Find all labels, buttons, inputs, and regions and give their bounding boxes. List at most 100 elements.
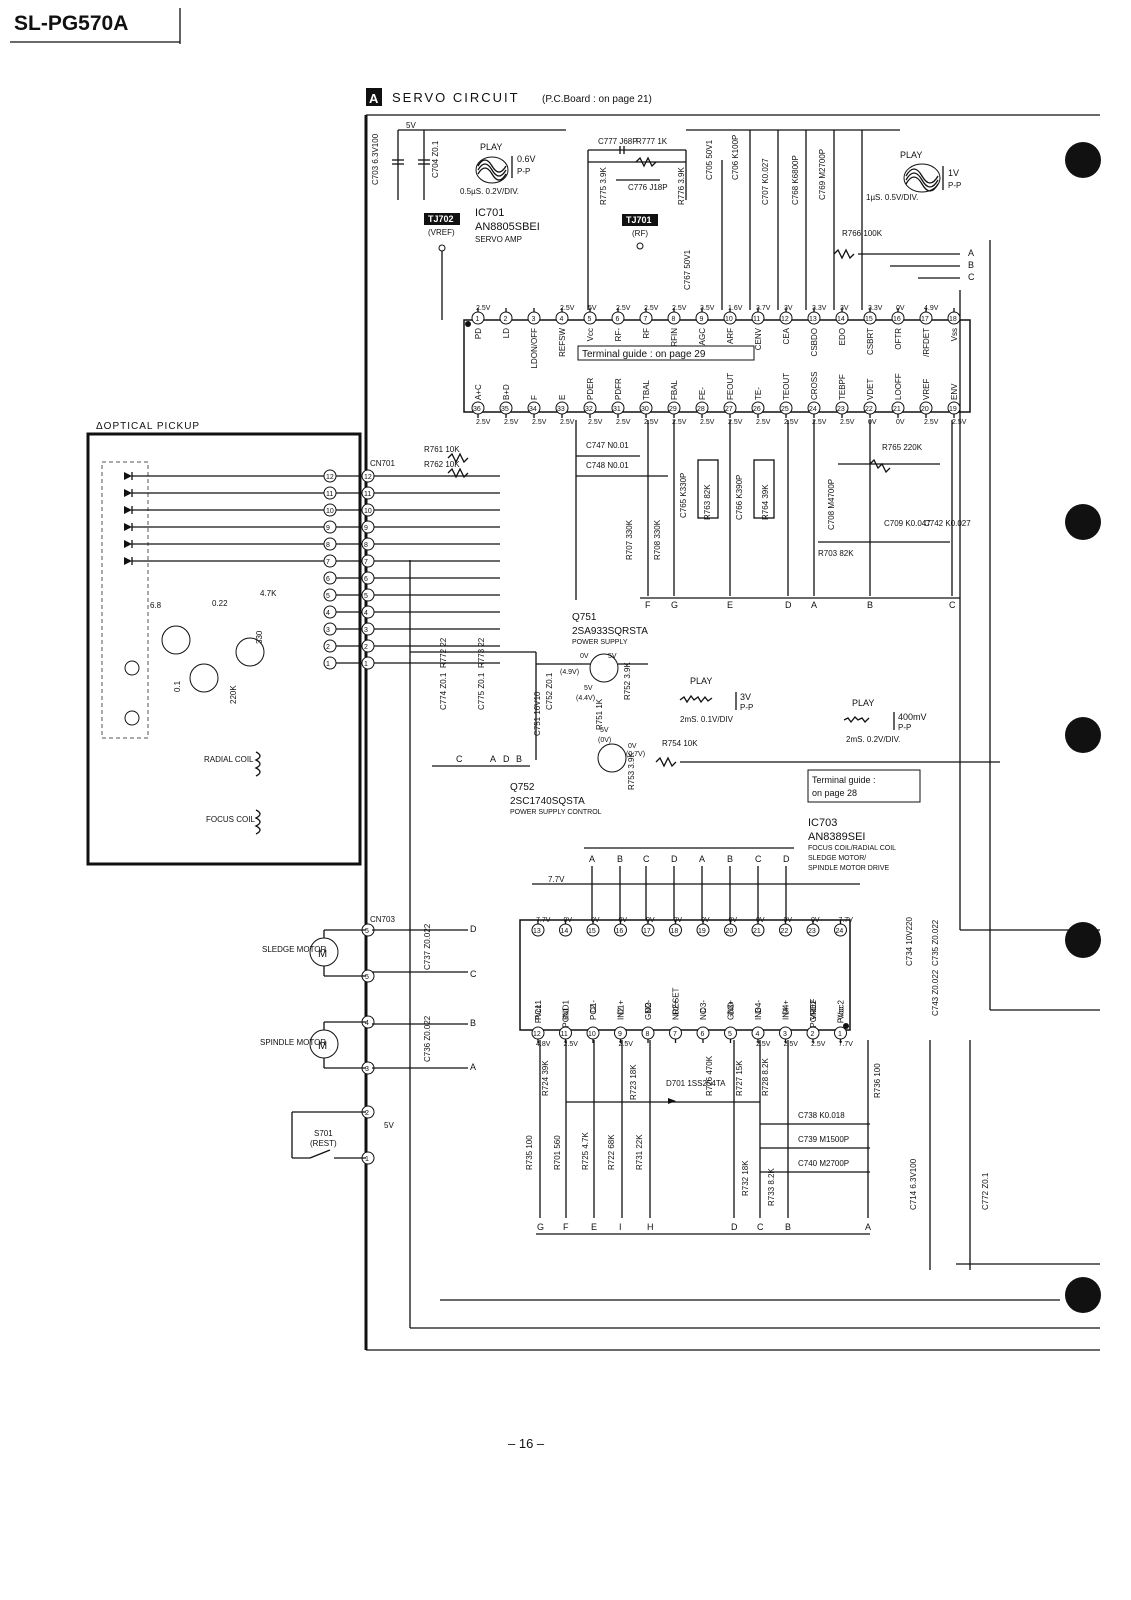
photodiode — [124, 540, 324, 548]
waveform-3: PLAY 3V P-P 2mS. 0.1V/DIV — [679, 676, 753, 724]
pin-number: 12 — [533, 1031, 541, 1038]
svg-text:P-P: P-P — [948, 181, 961, 190]
svg-text:C765 K330P: C765 K330P — [679, 473, 688, 518]
svg-text:C752 Z0.1: C752 Z0.1 — [545, 672, 554, 710]
binder-hole — [1065, 1277, 1101, 1313]
svg-text:8: 8 — [364, 542, 368, 549]
pin-number: 4 — [560, 316, 564, 323]
pin-name: D3+ — [727, 1000, 736, 1015]
svg-text:AN8389SEI: AN8389SEI — [808, 831, 865, 843]
svg-text:C736 Z0.022: C736 Z0.022 — [423, 1015, 432, 1062]
svg-text:(4.4V): (4.4V) — [576, 695, 595, 702]
pin-name: VDET — [866, 379, 875, 400]
svg-text:C738 K0.018: C738 K0.018 — [798, 1111, 845, 1120]
svg-text:SLEDGE MOTOR/: SLEDGE MOTOR/ — [808, 855, 866, 862]
svg-text:C: C — [757, 1222, 764, 1232]
pin-name: TBAL — [642, 379, 651, 400]
svg-text:9: 9 — [326, 525, 330, 532]
svg-text:B: B — [867, 600, 873, 610]
svg-text:2: 2 — [364, 644, 368, 651]
svg-text:D: D — [503, 754, 510, 764]
svg-text:5: 5 — [365, 974, 369, 981]
svg-text:C766 K390P: C766 K390P — [735, 475, 744, 520]
svg-text:C737 Z0.022: C737 Z0.022 — [423, 923, 432, 970]
svg-text:7: 7 — [326, 559, 330, 566]
svg-text:3: 3 — [364, 627, 368, 634]
pin-voltage: 3V — [840, 305, 849, 312]
svg-text:A: A — [490, 754, 496, 764]
svg-text:E: E — [727, 600, 733, 610]
svg-text:D: D — [785, 600, 792, 610]
pin-name: NC — [699, 1008, 708, 1020]
pin-number: 18 — [949, 316, 957, 323]
svg-text:R724 39K: R724 39K — [541, 1060, 550, 1096]
pin-number: 3 — [783, 1031, 787, 1038]
svg-text:on page 28: on page 28 — [812, 788, 857, 798]
pin-name: TEOUT — [782, 373, 791, 400]
svg-text:2mS. 0.1V/DIV: 2mS. 0.1V/DIV — [680, 715, 734, 724]
svg-text:7.7V: 7.7V — [548, 875, 565, 884]
pin-number: 1 — [476, 316, 480, 323]
pin-name: TEBPF — [838, 374, 847, 400]
svg-text:R707 330K: R707 330K — [625, 519, 634, 560]
waveform-1: PLAY 0.6V P-P 0.5µS. 0.2V/DIV. — [460, 142, 536, 196]
pin-voltage: 0V — [729, 917, 738, 924]
svg-text:4: 4 — [365, 1020, 369, 1027]
pin-name: LOOFF — [894, 373, 903, 400]
model-number: SL-PG570A — [14, 12, 128, 35]
svg-text:(VREF): (VREF) — [428, 228, 455, 237]
pin-number: 11 — [753, 316, 760, 323]
pin-number: 5 — [588, 316, 592, 323]
pin-number: 27 — [725, 406, 733, 413]
svg-text:1V: 1V — [948, 168, 959, 178]
pin-voltage: 7.7V — [839, 1041, 854, 1048]
ic703-output-A: A — [865, 1040, 871, 1232]
port-E: E — [727, 420, 733, 610]
pin-number: 34 — [529, 406, 537, 413]
ic701-body — [463, 319, 971, 413]
svg-text:10: 10 — [326, 508, 334, 515]
pin-name: A+C — [474, 384, 483, 400]
pin-number: 9 — [618, 1031, 622, 1038]
port-B: B — [867, 420, 873, 610]
pin-voltage: 2.5V — [728, 419, 743, 426]
svg-text:C777 J68P: C777 J68P — [598, 137, 638, 146]
pin-number: 32 — [585, 406, 593, 413]
ic701-pin-6: 6RF-2.5V — [611, 305, 631, 341]
svg-text:S701: S701 — [314, 1129, 333, 1138]
pin-voltage: 2.5V — [588, 419, 603, 426]
pin-name: CENV — [754, 327, 763, 350]
svg-text:R751 1K: R751 1K — [595, 698, 604, 730]
pin-number: 25 — [781, 406, 789, 413]
svg-text:C705 50V1: C705 50V1 — [705, 139, 714, 180]
svg-text:B: B — [727, 854, 733, 864]
pin-voltage: 2.5V — [619, 1041, 634, 1048]
pin-number: 3 — [532, 316, 536, 323]
pin-name: ARF — [726, 328, 735, 344]
pin-name: IN3 — [754, 1007, 763, 1020]
pin-number: 16 — [616, 928, 624, 935]
svg-text:R708 330K: R708 330K — [653, 519, 662, 560]
port-D: D — [785, 420, 792, 610]
pin-voltage: 0V — [811, 917, 820, 924]
svg-text:(4.9V): (4.9V) — [560, 669, 579, 676]
pin-number: 35 — [501, 406, 509, 413]
svg-text:4: 4 — [364, 610, 368, 617]
pin-number: 29 — [669, 406, 677, 413]
pin-voltage: 3V — [784, 305, 793, 312]
svg-text:TJ702: TJ702 — [428, 214, 454, 224]
